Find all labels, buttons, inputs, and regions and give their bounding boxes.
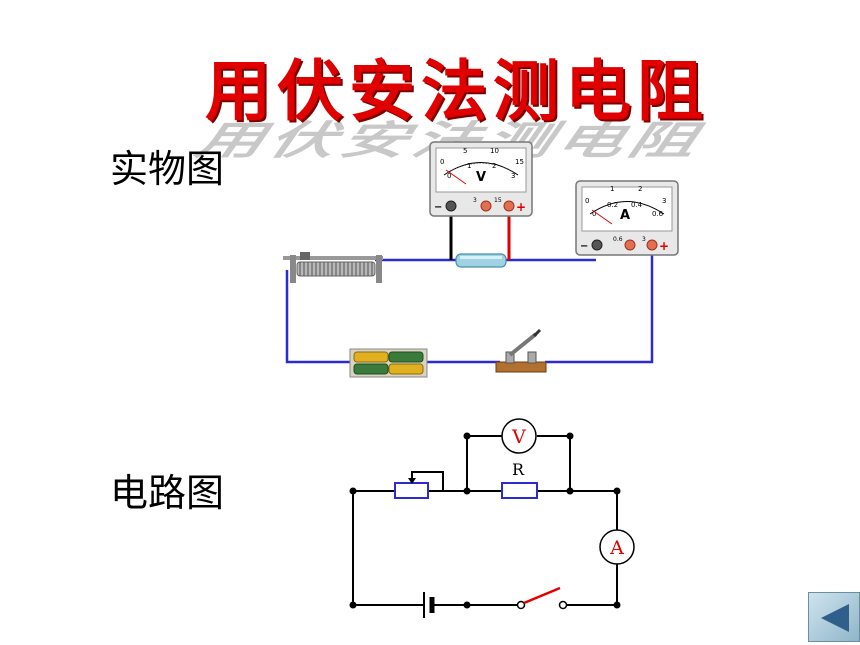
voltmeter-top-tick-1: 5 — [463, 147, 467, 155]
circuit-diagram-label: 电路图 — [110, 471, 225, 515]
rheostat-device — [283, 252, 383, 283]
ammeter-top-tick-1: 1 — [610, 185, 614, 193]
voltmeter-top-tick-3: 15 — [515, 158, 524, 166]
ammeter-bottom-tick-1: 0.2 — [607, 201, 618, 209]
schematic-switch-blade — [523, 586, 561, 605]
ammeter-negative-terminal — [591, 239, 603, 251]
voltmeter-needle — [445, 169, 467, 185]
ammeter-top-tick-2: 2 — [638, 185, 642, 193]
ammeter-06a-terminal — [624, 239, 636, 251]
voltmeter-3v-terminal — [480, 200, 492, 212]
title-area: 用伏安法测电阻 用伏安法测电阻 — [0, 18, 860, 164]
ammeter-device: 0 1 2 3 0 0.2 0.4 0.6 A − 0.6 3 + — [575, 180, 679, 256]
knife-switch — [495, 328, 547, 373]
physical-wires — [285, 214, 654, 364]
ammeter-plus-sign: + — [659, 239, 669, 253]
schematic-voltmeter — [501, 418, 537, 454]
voltmeter-bottom-tick-0: 0 — [447, 172, 451, 180]
ammeter-bottom-tick-3: 0.6 — [652, 210, 664, 218]
voltmeter-negative-terminal — [445, 200, 457, 212]
ammeter-terminal-06: 0.6 — [613, 236, 623, 243]
ammeter-letter: A — [620, 208, 630, 223]
voltmeter-bottom-tick-3: 3 — [511, 172, 515, 180]
schematic-voltmeter-letter: V — [511, 426, 526, 448]
ammeter-terminal-3: 3 — [642, 236, 646, 243]
ammeter-needle — [591, 209, 613, 225]
schematic-switch-pivot — [516, 600, 526, 610]
voltmeter-minus-sign: − — [434, 202, 442, 213]
physical-diagram-label: 实物图 — [110, 147, 225, 191]
ammeter-bottom-tick-2: 0.4 — [631, 201, 643, 209]
voltmeter-terminal-3: 3 — [473, 197, 477, 204]
voltmeter-top-zero: 0 — [440, 158, 444, 166]
triangle-left-icon — [821, 604, 849, 632]
schematic-switch-contact — [558, 600, 568, 610]
voltmeter-device: 0 5 10 15 0 1 2 3 V − 3 15 + — [429, 141, 533, 217]
schematic-resistor-label: R — [512, 460, 525, 479]
voltmeter-letter: V — [476, 170, 486, 185]
voltmeter-15v-terminal — [503, 200, 515, 212]
schematic-resistor — [501, 482, 538, 499]
ammeter-3a-terminal — [646, 239, 658, 251]
schematic-ammeter — [599, 529, 635, 565]
circuit-schematic: R V A — [349, 418, 635, 618]
voltmeter-bottom-tick-1: 1 — [467, 162, 471, 170]
voltmeter-top-tick-2: 10 — [490, 147, 499, 155]
resistor-device — [455, 253, 507, 268]
voltmeter-bottom-tick-2: 2 — [492, 162, 496, 170]
battery-pack — [349, 348, 428, 378]
page-title: 用伏安法测电阻 — [205, 53, 709, 130]
wire-left — [285, 270, 352, 364]
schematic-rheostat — [394, 482, 429, 499]
back-button[interactable] — [808, 592, 860, 642]
ammeter-top-zero: 0 — [585, 197, 589, 205]
voltmeter-terminal-15: 15 — [494, 197, 502, 204]
wire-right — [545, 250, 654, 364]
voltmeter-plus-sign: + — [516, 200, 526, 214]
ammeter-top-tick-3: 3 — [662, 197, 666, 205]
ammeter-minus-sign: − — [580, 241, 588, 252]
ammeter-bottom-tick-0: 0 — [592, 210, 596, 218]
schematic-ammeter-letter: A — [609, 537, 624, 559]
